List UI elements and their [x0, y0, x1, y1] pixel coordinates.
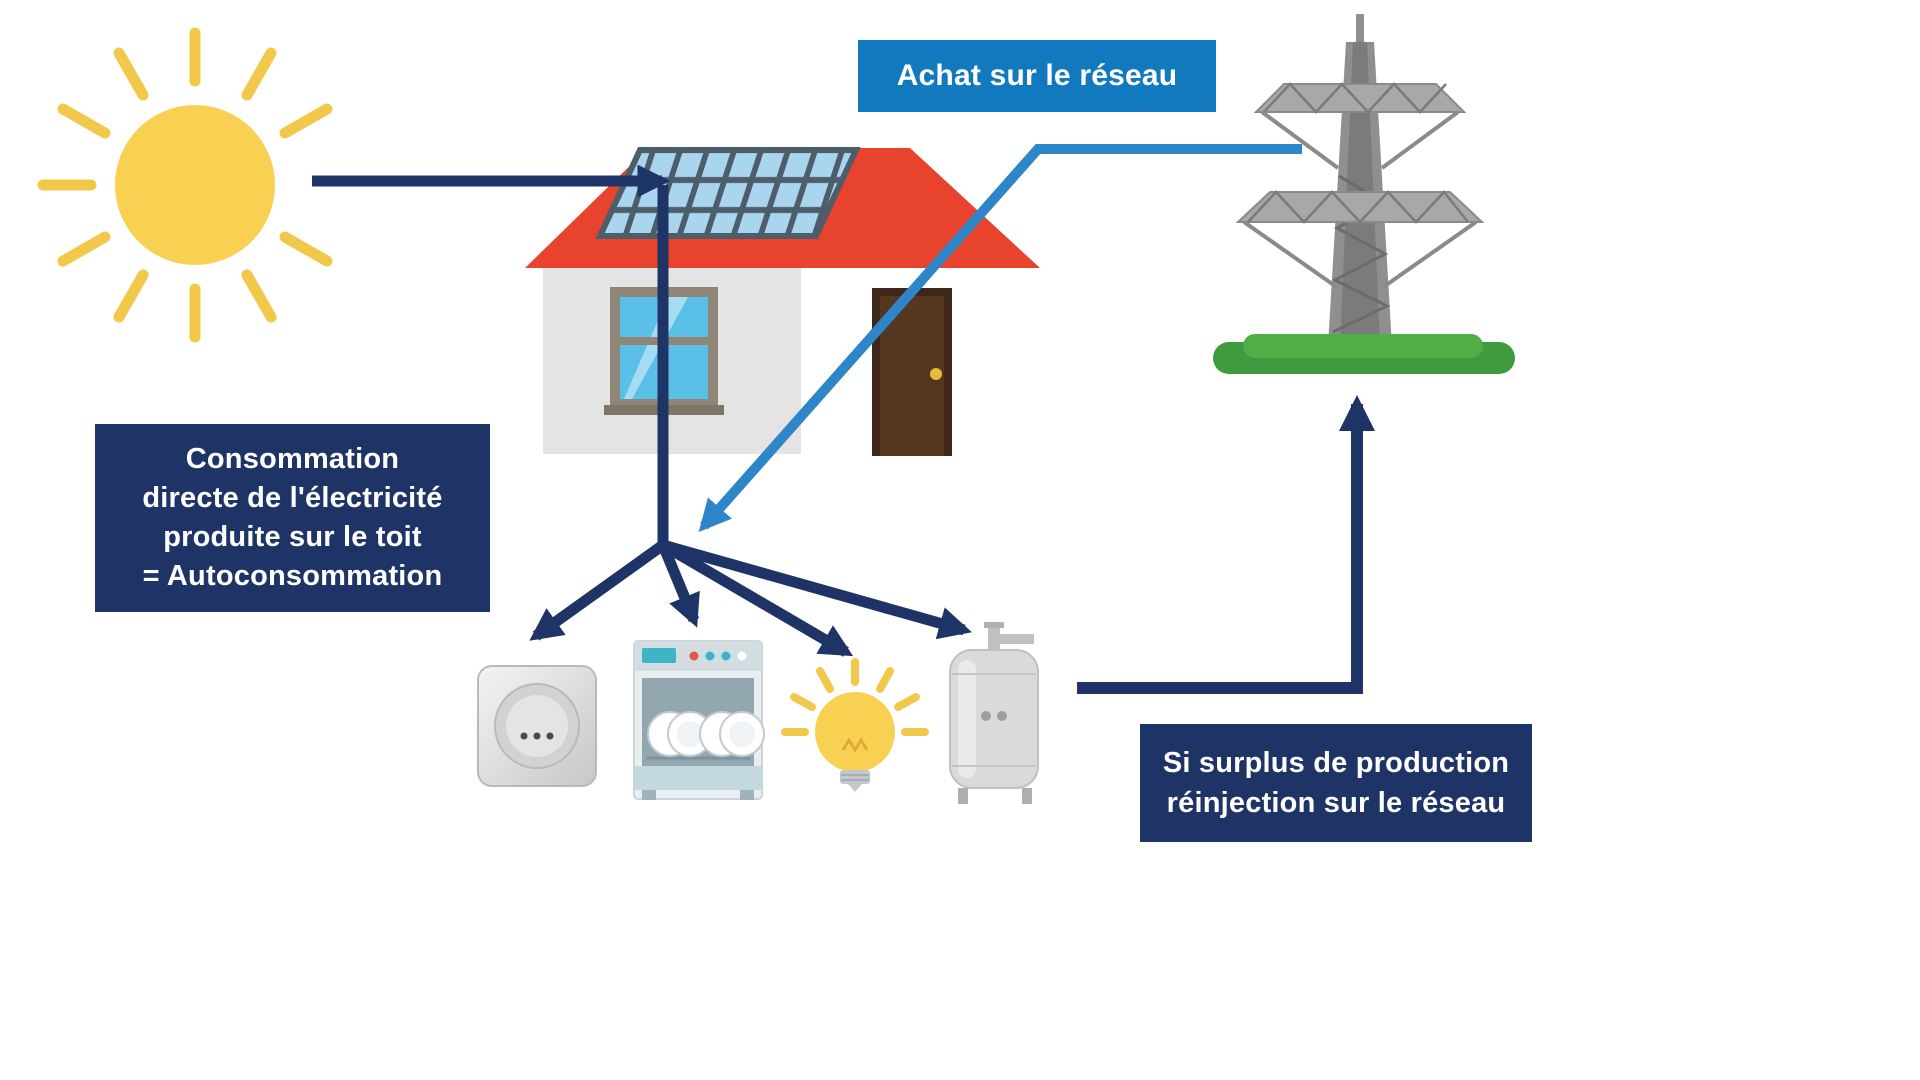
navy-flow-arrows [312, 164, 1375, 694]
grid-purchase-arrow [698, 144, 1302, 532]
electricity-pylon-icon [1235, 14, 1485, 346]
house-icon [525, 147, 1040, 456]
arrow-to-water-heater [661, 539, 972, 640]
dishwasher-icon [633, 640, 765, 800]
water-heater-icon [949, 622, 1039, 804]
sun-rays [37, 27, 333, 343]
arrow-to-dishwasher [657, 542, 700, 628]
door-icon [872, 288, 952, 456]
door-knob [930, 368, 942, 380]
bulb-rays [781, 658, 929, 736]
power-outlet-icon [477, 665, 597, 787]
label-self-consumption: Consommation directe de l'électricité pr… [95, 424, 490, 612]
sun-icon [37, 27, 333, 343]
surplus-arrow [1077, 395, 1375, 694]
solar-panel-icon [595, 147, 861, 239]
grass-icon [1213, 334, 1515, 374]
pylon-lower-arm [1235, 190, 1485, 290]
label-surplus: Si surplus de production réinjection sur… [1140, 724, 1532, 842]
arrow-to-outlet [529, 540, 667, 641]
distribution-arrows [529, 539, 972, 657]
arrow-to-bulb [660, 540, 854, 657]
sun-body [115, 105, 275, 265]
pylon-upper-arm [1253, 82, 1467, 170]
light-bulb-icon [781, 658, 929, 792]
label-grid-purchase: Achat sur le réseau [858, 40, 1216, 112]
